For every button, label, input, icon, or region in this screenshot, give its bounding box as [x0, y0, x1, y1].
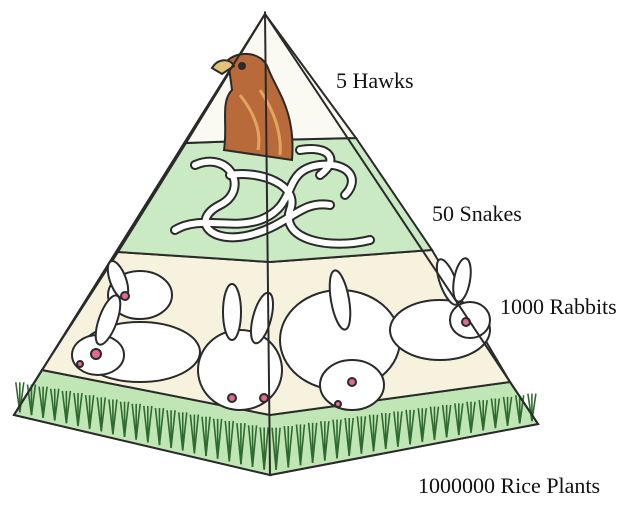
- tier-hawks: [186, 14, 356, 160]
- level-label-snakes: 50 Snakes: [432, 203, 522, 225]
- level-label-rabbits: 1000 Rabbits: [500, 296, 617, 318]
- level-label-hawks: 5 Hawks: [336, 70, 414, 92]
- level-label-plants: 1000000 Rice Plants: [418, 475, 600, 497]
